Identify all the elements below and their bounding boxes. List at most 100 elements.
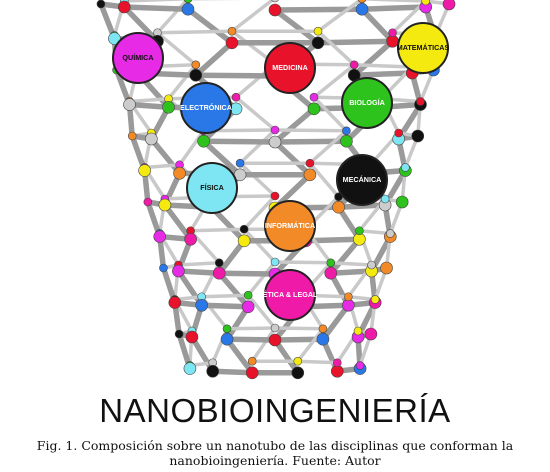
atom-73	[332, 200, 345, 214]
bond-30	[155, 29, 234, 35]
bond-52	[166, 63, 198, 101]
discipline-label: ELECTRÓNICA	[180, 103, 232, 112]
bond-190	[199, 293, 250, 299]
atom-111	[370, 295, 380, 304]
bond-29	[316, 29, 356, 67]
figure-caption: Fig. 1. Composición sobre un nanotubo de…	[30, 438, 520, 468]
atom-53	[342, 126, 351, 136]
discipline-circle	[112, 32, 164, 84]
atom-60	[303, 168, 317, 182]
atom-45	[123, 98, 136, 111]
discipline-label: MATEMÁTICAS	[397, 43, 450, 52]
atom-137	[293, 356, 303, 366]
atom-131	[220, 332, 234, 346]
discipline-fisica: FÍSICA	[186, 162, 238, 214]
atom-94	[184, 232, 197, 246]
discipline-label: BIOLOGÍA	[349, 98, 385, 107]
atom-118	[195, 298, 208, 312]
atom-95	[237, 234, 251, 248]
discipline-label: MEDICINA	[272, 63, 308, 72]
atom-5	[357, 0, 367, 4]
atom-99	[380, 261, 393, 275]
atom-78	[270, 191, 280, 201]
bond-97	[148, 136, 183, 176]
atom-76	[380, 194, 390, 204]
bond-19	[185, 6, 235, 46]
atom-88	[355, 226, 364, 236]
nanotube-diagram: QUÍMICAMEDICINAMATEMÁTICASELECTRÓNICABIO…	[96, 0, 456, 380]
bond-150	[188, 227, 246, 233]
bond-211	[250, 326, 277, 363]
atom-82	[158, 198, 172, 212]
atom-36	[307, 102, 321, 116]
bond-72	[127, 97, 171, 104]
atom-3	[442, 0, 456, 11]
bond-1	[272, 7, 321, 46]
bond-58	[193, 72, 278, 79]
bond-142	[328, 236, 363, 276]
atom-143	[245, 366, 259, 380]
atom-101	[326, 258, 336, 268]
atom-48	[268, 135, 282, 149]
bond-71	[234, 95, 277, 132]
atom-11	[181, 2, 195, 16]
bond-9	[316, 0, 364, 33]
bond-151	[242, 227, 277, 264]
bond-13	[155, 0, 190, 35]
bond-171	[176, 261, 221, 267]
atom-93	[153, 230, 167, 243]
atom-142	[206, 364, 220, 378]
atom-12	[311, 36, 325, 50]
bond-7	[360, 0, 428, 3]
bond-179	[216, 270, 251, 310]
atom-102	[270, 257, 280, 267]
caption-line-2: nanobioingeniería. Fuente: Autor	[169, 453, 381, 468]
atom-69	[138, 164, 151, 177]
bond-11	[230, 0, 276, 33]
bond-217	[189, 334, 216, 374]
bond-92	[177, 129, 206, 167]
atom-54	[270, 125, 280, 135]
discipline-biologia: BIOLOGÍA	[341, 77, 393, 129]
bond-81	[272, 139, 313, 178]
bond-2	[359, 4, 429, 12]
atom-81	[143, 197, 153, 207]
bond-219	[224, 336, 255, 376]
atom-132	[291, 366, 305, 380]
atom-120	[268, 333, 282, 347]
atom-49	[340, 134, 353, 148]
discipline-informatica: INFORMÁTICA	[264, 200, 316, 252]
atom-103	[214, 258, 224, 268]
discipline-label: ÉTICA & LEGAL	[263, 290, 318, 299]
atom-59	[197, 134, 210, 148]
atom-41	[309, 92, 319, 102]
bond-17	[121, 4, 191, 12]
bond-201	[272, 337, 301, 376]
discipline-matematicas: MATEMÁTICAS	[397, 22, 450, 74]
atom-136	[332, 358, 342, 368]
atom-1	[355, 2, 369, 16]
bond-177	[175, 268, 205, 308]
bond-209	[296, 327, 325, 363]
bond-41	[351, 70, 415, 78]
bond-170	[246, 260, 277, 297]
atom-138	[247, 356, 257, 366]
bond-75	[126, 101, 172, 110]
bond-110	[238, 161, 277, 198]
bond-39	[193, 40, 235, 78]
bond-99	[200, 138, 243, 178]
bond-49	[312, 63, 356, 99]
bond-89	[308, 129, 349, 165]
bond-69	[312, 95, 349, 133]
bond-226	[209, 368, 255, 376]
discipline-label: MECÁNICA	[343, 175, 382, 184]
bond-222	[296, 359, 340, 365]
bond-166	[329, 261, 374, 267]
bond-18	[121, 4, 161, 44]
bond-91	[238, 128, 277, 165]
atom-127	[222, 324, 232, 334]
discipline-circle	[264, 269, 316, 321]
discipline-label: FÍSICA	[200, 183, 224, 192]
bond-178	[216, 270, 278, 277]
atom-124	[353, 326, 363, 336]
